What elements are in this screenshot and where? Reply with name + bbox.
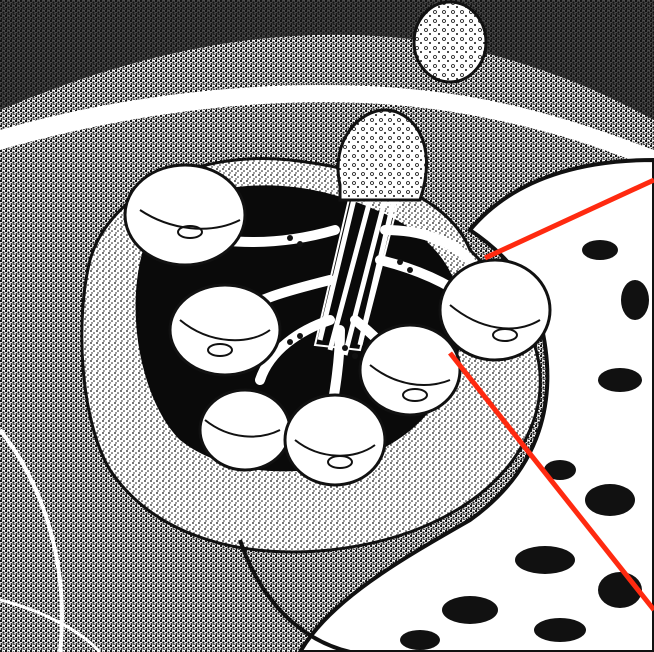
acinus-1	[125, 165, 245, 265]
acinus-2	[170, 285, 280, 375]
top-vesicle	[414, 2, 486, 82]
acinus-4	[285, 395, 385, 485]
acinus-5	[360, 325, 460, 415]
acinus-3	[200, 390, 290, 470]
